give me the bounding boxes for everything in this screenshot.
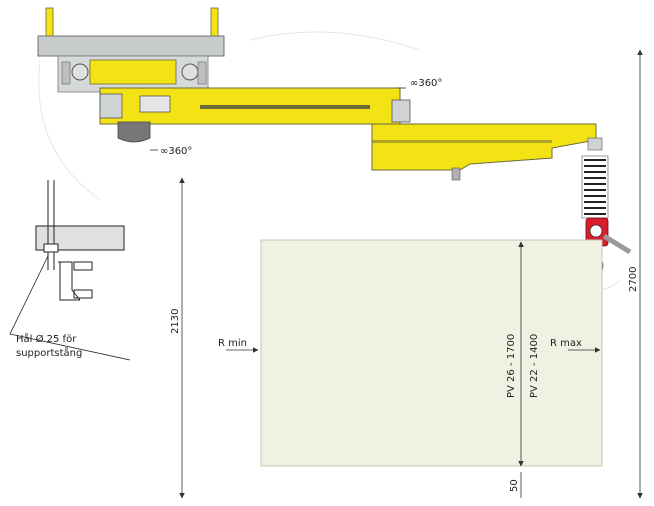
height-under-hook-label: 2130 — [170, 309, 181, 334]
crane-arm-1 — [99, 87, 411, 143]
r-max-label: R max — [550, 338, 582, 349]
dimension-lines — [150, 49, 643, 499]
support-detail — [35, 180, 125, 301]
work-area — [260, 239, 603, 467]
ceiling-mount — [37, 7, 225, 93]
hole-note-line2: supportstång — [16, 346, 82, 359]
total-height-label: 2700 — [628, 267, 639, 292]
crane-arm-2 — [371, 123, 603, 181]
rotation-label-arm: ∞360° — [410, 78, 442, 89]
floor-clearance-label: 50 — [509, 479, 520, 492]
hole-note-line1: Hål Ø 25 för — [16, 332, 77, 345]
pv2-label: PV 22 - 1400 — [529, 334, 540, 398]
rotation-label-base: ∞360° — [160, 146, 192, 157]
note-leader-line — [9, 255, 131, 361]
r-min-label: R min — [218, 338, 247, 349]
pv1-label: PV 26 - 1700 — [506, 334, 517, 398]
